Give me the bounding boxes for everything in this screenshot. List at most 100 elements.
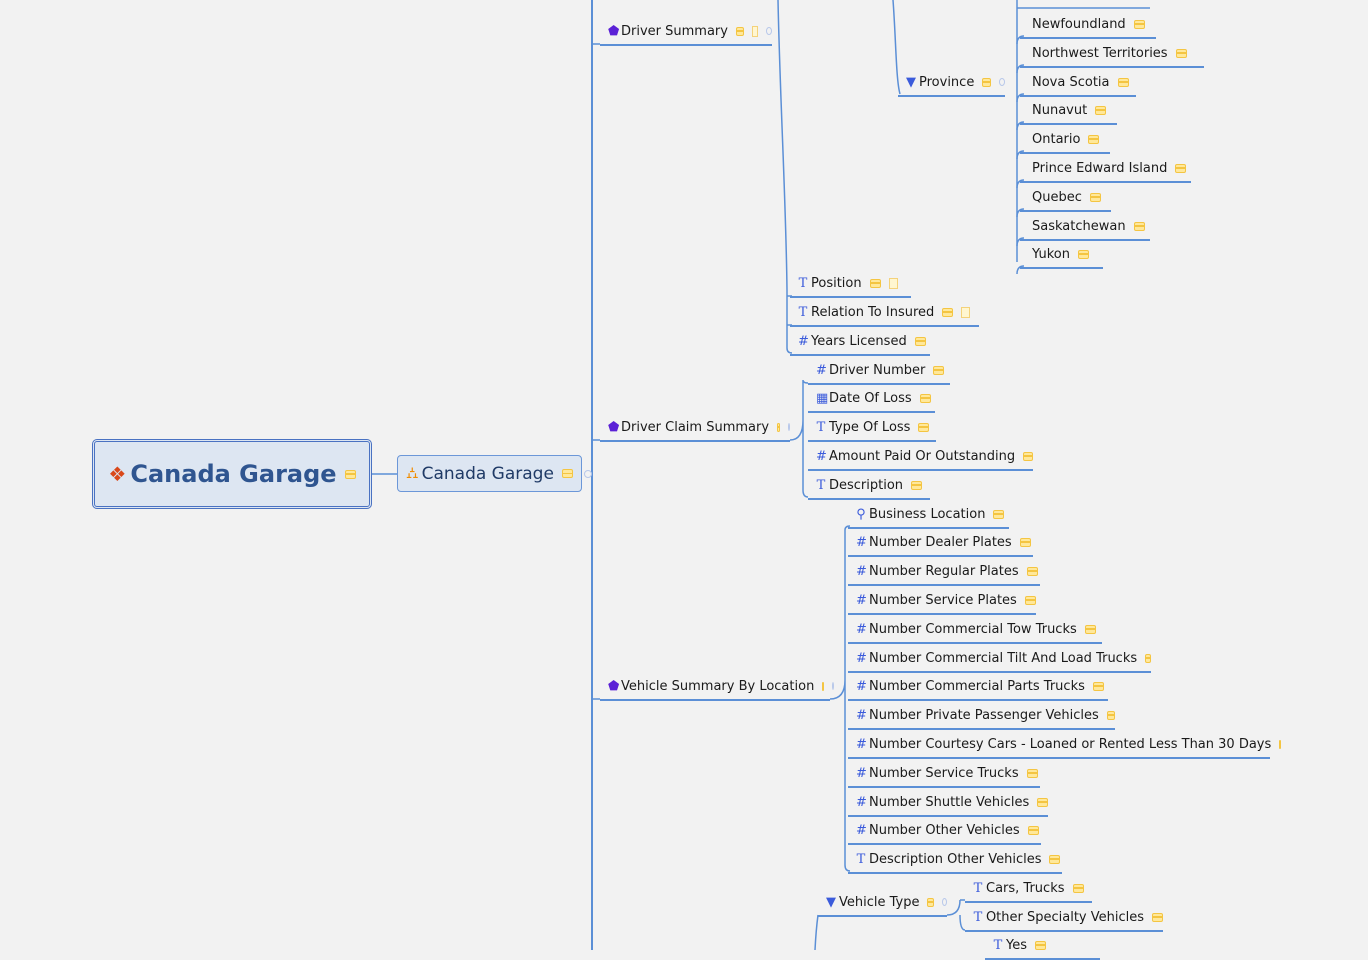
node-underline [1020, 239, 1150, 241]
collapse-icon[interactable] [942, 898, 947, 906]
collapse-icon[interactable] [766, 27, 772, 35]
root-node[interactable]: ❖ Canada Garage [92, 439, 372, 509]
node-label: Vehicle Summary By Location [621, 678, 815, 694]
branch-line [1016, 93, 1025, 103]
mindmap-node[interactable]: ▼Province [898, 72, 1005, 97]
mindmap-node[interactable]: #Number Commercial Tow Trucks [848, 619, 1102, 644]
node-label: Number Shuttle Vehicles [869, 794, 1030, 810]
database-icon [942, 307, 954, 317]
node-label: Quebec [1032, 189, 1082, 205]
mindmap-node[interactable]: Ontario [1020, 129, 1110, 154]
note-icon[interactable] [751, 25, 759, 37]
branch-line [1016, 64, 1025, 74]
number-icon: # [856, 822, 867, 838]
mindmap-node[interactable]: Saskatchewan [1020, 216, 1150, 241]
mindmap-node[interactable]: ▦Date Of Loss [808, 388, 935, 413]
mindmap-node[interactable]: #Years Licensed [790, 331, 930, 356]
node-underline [600, 44, 772, 46]
mindmap-node[interactable]: #Number Other Vehicles [848, 820, 1041, 845]
node-label: Description [829, 477, 904, 493]
database-icon [1133, 19, 1145, 29]
collapse-icon[interactable] [787, 423, 790, 431]
mindmap-node[interactable]: #Number Private Passenger Vehicles [848, 705, 1115, 730]
shield-icon: ⬟ [608, 678, 620, 694]
database-icon [918, 422, 930, 432]
mindmap-node[interactable]: #Amount Paid Or Outstanding [808, 446, 1033, 471]
number-icon: # [816, 362, 827, 378]
node-underline [1020, 123, 1117, 125]
database-icon [1035, 940, 1046, 950]
mindmap-node[interactable]: Prince Edward Island [1020, 158, 1191, 183]
location-pin-icon: ⚲ [856, 506, 866, 522]
node-underline [808, 440, 936, 442]
collapse-icon[interactable] [832, 682, 835, 690]
database-icon [1023, 451, 1033, 461]
mindmap-node[interactable]: #Number Service Plates [848, 590, 1036, 615]
node-label: Prince Edward Island [1032, 160, 1168, 176]
mindmap-node[interactable]: #Number Shuttle Vehicles [848, 792, 1048, 817]
node-underline [848, 843, 1041, 845]
mindmap-node[interactable]: Northwest Territories [1020, 43, 1204, 68]
mindmap-node[interactable]: ⬟Driver Claim Summary [600, 417, 790, 442]
mindmap-node[interactable]: #Number Dealer Plates [848, 532, 1033, 557]
node-underline [848, 815, 1048, 817]
number-icon: # [816, 448, 827, 464]
mindmap-node[interactable]: ⬟Vehicle Summary By Location [600, 676, 835, 701]
node-label: Type Of Loss [829, 419, 911, 435]
node-label: Number Commercial Parts Trucks [869, 678, 1085, 694]
database-icon [777, 422, 780, 432]
collapse-icon[interactable] [998, 78, 1005, 86]
node-label: Description Other Vehicles [869, 851, 1042, 867]
mindmap-node[interactable]: #Number Courtesy Cars - Loaned or Rented… [848, 734, 1282, 759]
dropdown-arrow-icon: ▼ [826, 894, 836, 910]
hierarchy-icon: ⛼ [406, 463, 419, 482]
node-label: Number Service Trucks [869, 765, 1019, 781]
mindmap-node[interactable]: ⚲Business Location [848, 504, 1009, 529]
collapse-icon[interactable] [584, 470, 592, 478]
mindmap-node[interactable]: Yukon [1020, 244, 1103, 269]
database-icon [822, 681, 825, 691]
node-underline [600, 699, 830, 701]
mindmap-node[interactable]: ▼Vehicle Type [818, 892, 947, 917]
mindmap-node[interactable]: Newfoundland [1020, 14, 1156, 39]
branch-line [1016, 265, 1025, 275]
mindmap-node[interactable]: Nunavut [1020, 100, 1117, 125]
mindmap-node[interactable]: Nova Scotia [1020, 72, 1136, 97]
mindmap-node[interactable]: #Number Service Trucks [848, 763, 1040, 788]
mindmap-node[interactable]: #Number Commercial Parts Trucks [848, 676, 1108, 701]
text-icon: T [798, 304, 808, 320]
database-icon [1279, 739, 1282, 749]
text-icon: T [798, 275, 808, 291]
text-icon: T [973, 880, 983, 896]
branch-line [1016, 208, 1025, 218]
node-underline [848, 527, 1009, 529]
database-icon [1175, 163, 1187, 173]
database-icon [1026, 566, 1038, 576]
database-icon [1145, 653, 1151, 663]
mindmap-node[interactable]: #Driver Number [808, 360, 950, 385]
mindmap-node[interactable]: Quebec [1020, 187, 1111, 212]
database-icon [1152, 912, 1163, 922]
note-icon[interactable] [961, 306, 971, 318]
mindmap-node[interactable]: ⬟Driver Summary [600, 21, 772, 46]
node-underline [848, 555, 1033, 557]
database-icon [993, 509, 1005, 519]
node-label: Number Regular Plates [869, 563, 1019, 579]
node-label: Province [919, 74, 975, 90]
number-icon: # [856, 765, 867, 781]
database-icon [1027, 825, 1039, 835]
number-icon: # [856, 621, 867, 637]
database-icon [1037, 797, 1048, 807]
model-node[interactable]: ⛼ Canada Garage [397, 455, 582, 492]
note-icon[interactable] [888, 277, 898, 289]
mindmap-node[interactable]: #Number Commercial Tilt And Load Trucks [848, 648, 1151, 673]
mindmap-node[interactable]: #Number Regular Plates [848, 561, 1040, 586]
